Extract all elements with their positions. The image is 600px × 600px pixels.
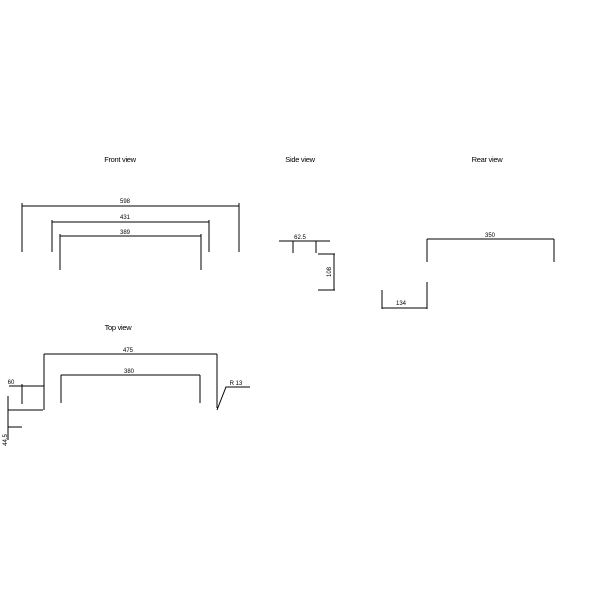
dimension-598 — [21, 203, 240, 252]
dimension-60 — [9, 384, 44, 404]
dimension-label: 108 — [327, 266, 333, 277]
dimension-label: 598 — [120, 199, 131, 205]
dimension-label: 62.5 — [294, 235, 306, 241]
radius-leader — [216, 386, 250, 411]
dimension-475 — [43, 353, 218, 410]
top-view-title: Top view — [105, 323, 133, 332]
dimension-108 — [318, 253, 335, 291]
dimension-44-5 — [7, 396, 43, 440]
rear-view: Rear view 350 134 — [381, 155, 555, 309]
dimension-label: 475 — [123, 348, 134, 354]
top-view: Top view 475 380 60 44.5 R 13 — [3, 323, 250, 446]
side-view-title: Side view — [285, 155, 315, 164]
front-view: Front view 598 431 389 — [21, 155, 240, 270]
dimension-134 — [381, 282, 428, 309]
front-view-title: Front view — [104, 155, 136, 164]
dimension-label: 380 — [124, 369, 135, 375]
rear-view-title: Rear view — [472, 155, 504, 164]
dimension-label: 134 — [396, 301, 407, 307]
dimension-389 — [59, 234, 202, 270]
dimension-label: 60 — [8, 380, 15, 386]
radius-label: R 13 — [230, 381, 243, 387]
dimension-label: 350 — [485, 233, 496, 239]
dimension-62-5 — [279, 240, 330, 253]
dimension-label: 44.5 — [3, 434, 9, 446]
side-view: Side view 62.5 108 — [279, 155, 335, 291]
dimension-350 — [426, 238, 555, 262]
dimension-431 — [51, 220, 210, 252]
dimension-label: 431 — [120, 215, 131, 221]
dimension-380 — [60, 374, 201, 403]
dimension-label: 389 — [120, 230, 131, 236]
